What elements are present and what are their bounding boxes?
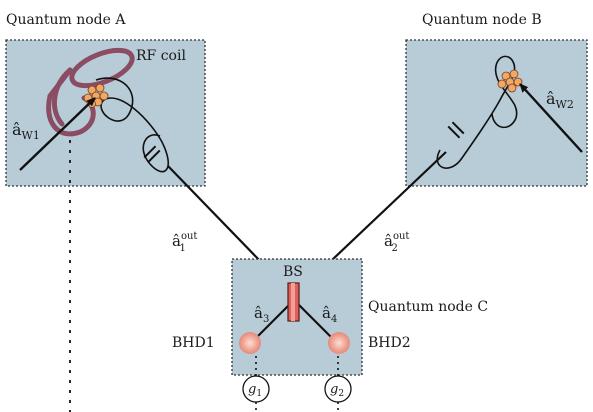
- bhd2-detector: [328, 332, 350, 354]
- bhd1-label: BHD1: [172, 335, 215, 351]
- rf-coil: [46, 47, 135, 137]
- node-a-title: Quantum node A: [6, 12, 126, 28]
- output-a3-line: [253, 299, 295, 341]
- node-c-box: [231, 258, 363, 376]
- output-a4-line: [293, 299, 335, 341]
- node-a-input-label: âW1: [12, 120, 40, 142]
- bhd2-label: BHD2: [368, 335, 411, 351]
- bhd1-detector: [239, 332, 261, 354]
- mode-a3-label: â3: [254, 304, 269, 325]
- gain-g1-label: g1: [248, 382, 262, 399]
- node-b-title: Quantum node B: [422, 12, 542, 28]
- bs-label: BS: [283, 264, 303, 280]
- rf-coil-label: RF coil: [136, 48, 186, 64]
- node-a-fiber-loop: [95, 77, 170, 173]
- node-a-input-arrow: [19, 97, 96, 171]
- beam-splitter-highlight: [291, 283, 295, 321]
- mode-a4-label: â4: [322, 304, 337, 325]
- node-a-cell: [143, 145, 161, 163]
- node-a-box: [5, 39, 206, 187]
- gain-g2: [324, 375, 352, 403]
- gain-g2-label: g2: [330, 382, 344, 399]
- node-b-fiber-loop: [436, 55, 518, 169]
- node-b-input-label: âW2: [546, 89, 574, 111]
- gain-g1: [242, 375, 270, 403]
- node-b-cell: [447, 121, 465, 139]
- node-b-input-arrow: [519, 83, 583, 153]
- node-c-title: Quantum node C: [368, 299, 488, 315]
- node-b-atoms: [497, 69, 523, 93]
